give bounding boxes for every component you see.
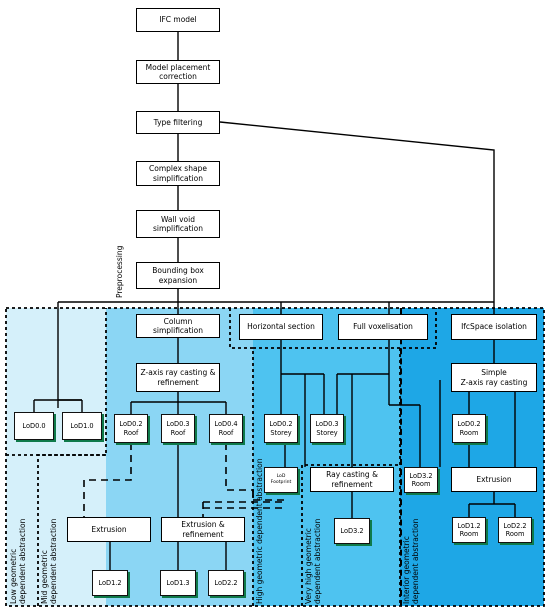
simple-zaxis-box: Simple Z-axis ray casting [451, 363, 537, 392]
lod10-box: LoD1.0 [62, 412, 102, 440]
zaxis-ray-casting-box: Z-axis ray casting & refinement [136, 363, 220, 392]
region-high [253, 308, 400, 606]
full-voxelisation-box: Full voxelisation [338, 314, 428, 340]
lod22-box: LoD2.2 [208, 570, 244, 596]
ifcspace-isolation-box: IfcSpace isolation [451, 314, 537, 340]
lod00-box: LoD0.0 [14, 412, 54, 440]
lod13-box: LoD1.3 [160, 570, 196, 596]
lod12-box: LoD1.2 [92, 570, 128, 596]
wall-void-box: Wall void simplification [136, 210, 220, 238]
region-low [6, 308, 106, 606]
lod32-box: LoD3.2 [334, 518, 370, 544]
mid-region-label: Mid geometric dependent abstraction [40, 518, 58, 604]
lod02-storey-box: LoD0.2 Storey [264, 414, 298, 443]
high-region-label: High geometric dependent abstraction [255, 458, 264, 604]
lod12-room-box: LoD1.2 Room [452, 517, 486, 543]
extrusion-box: Extrusion [67, 517, 151, 542]
lod02-room-box: LoD0.2 Room [452, 414, 486, 443]
very-high-region-label: Very high geometric dependent abstractio… [304, 518, 322, 604]
extrusion-refinement-box: Extrusion & refinement [161, 517, 245, 542]
ray-casting-refinement-box: Ray casting & refinement [310, 467, 394, 492]
lod03-storey-box: LoD0.3 Storey [310, 414, 344, 443]
column-simplification-box: Column simplification [136, 314, 220, 338]
lod02-roof-box: LoD0.2 Roof [114, 414, 148, 443]
horizontal-section-box: Horizontal section [239, 314, 323, 340]
extrusion-room-box: Extrusion [451, 467, 537, 492]
region-interior [400, 308, 544, 606]
ifc-model-box: IFC model [136, 8, 220, 32]
preprocessing-label: Preprocessing [115, 245, 124, 298]
lod22-room-box: LoD2.2 Room [498, 517, 532, 543]
lod-footprint-box: LoD Footprint [264, 467, 298, 493]
low-region-label: Low geometric dependent abstraction [9, 518, 27, 604]
lod03-roof-box: LoD0.3 Roof [161, 414, 195, 443]
model-placement-box: Model placement correction [136, 60, 220, 84]
complex-shape-box: Complex shape simplification [136, 161, 220, 186]
bounding-box-box: Bounding box expansion [136, 262, 220, 289]
type-filtering-box: Type filtering [136, 111, 220, 134]
lod32-room-box: LoD3.2 Room [404, 467, 438, 493]
interior-region-label: Interior geometric dependent abstraction [402, 518, 420, 604]
lod04-roof-box: LoD0.4 Roof [209, 414, 243, 443]
